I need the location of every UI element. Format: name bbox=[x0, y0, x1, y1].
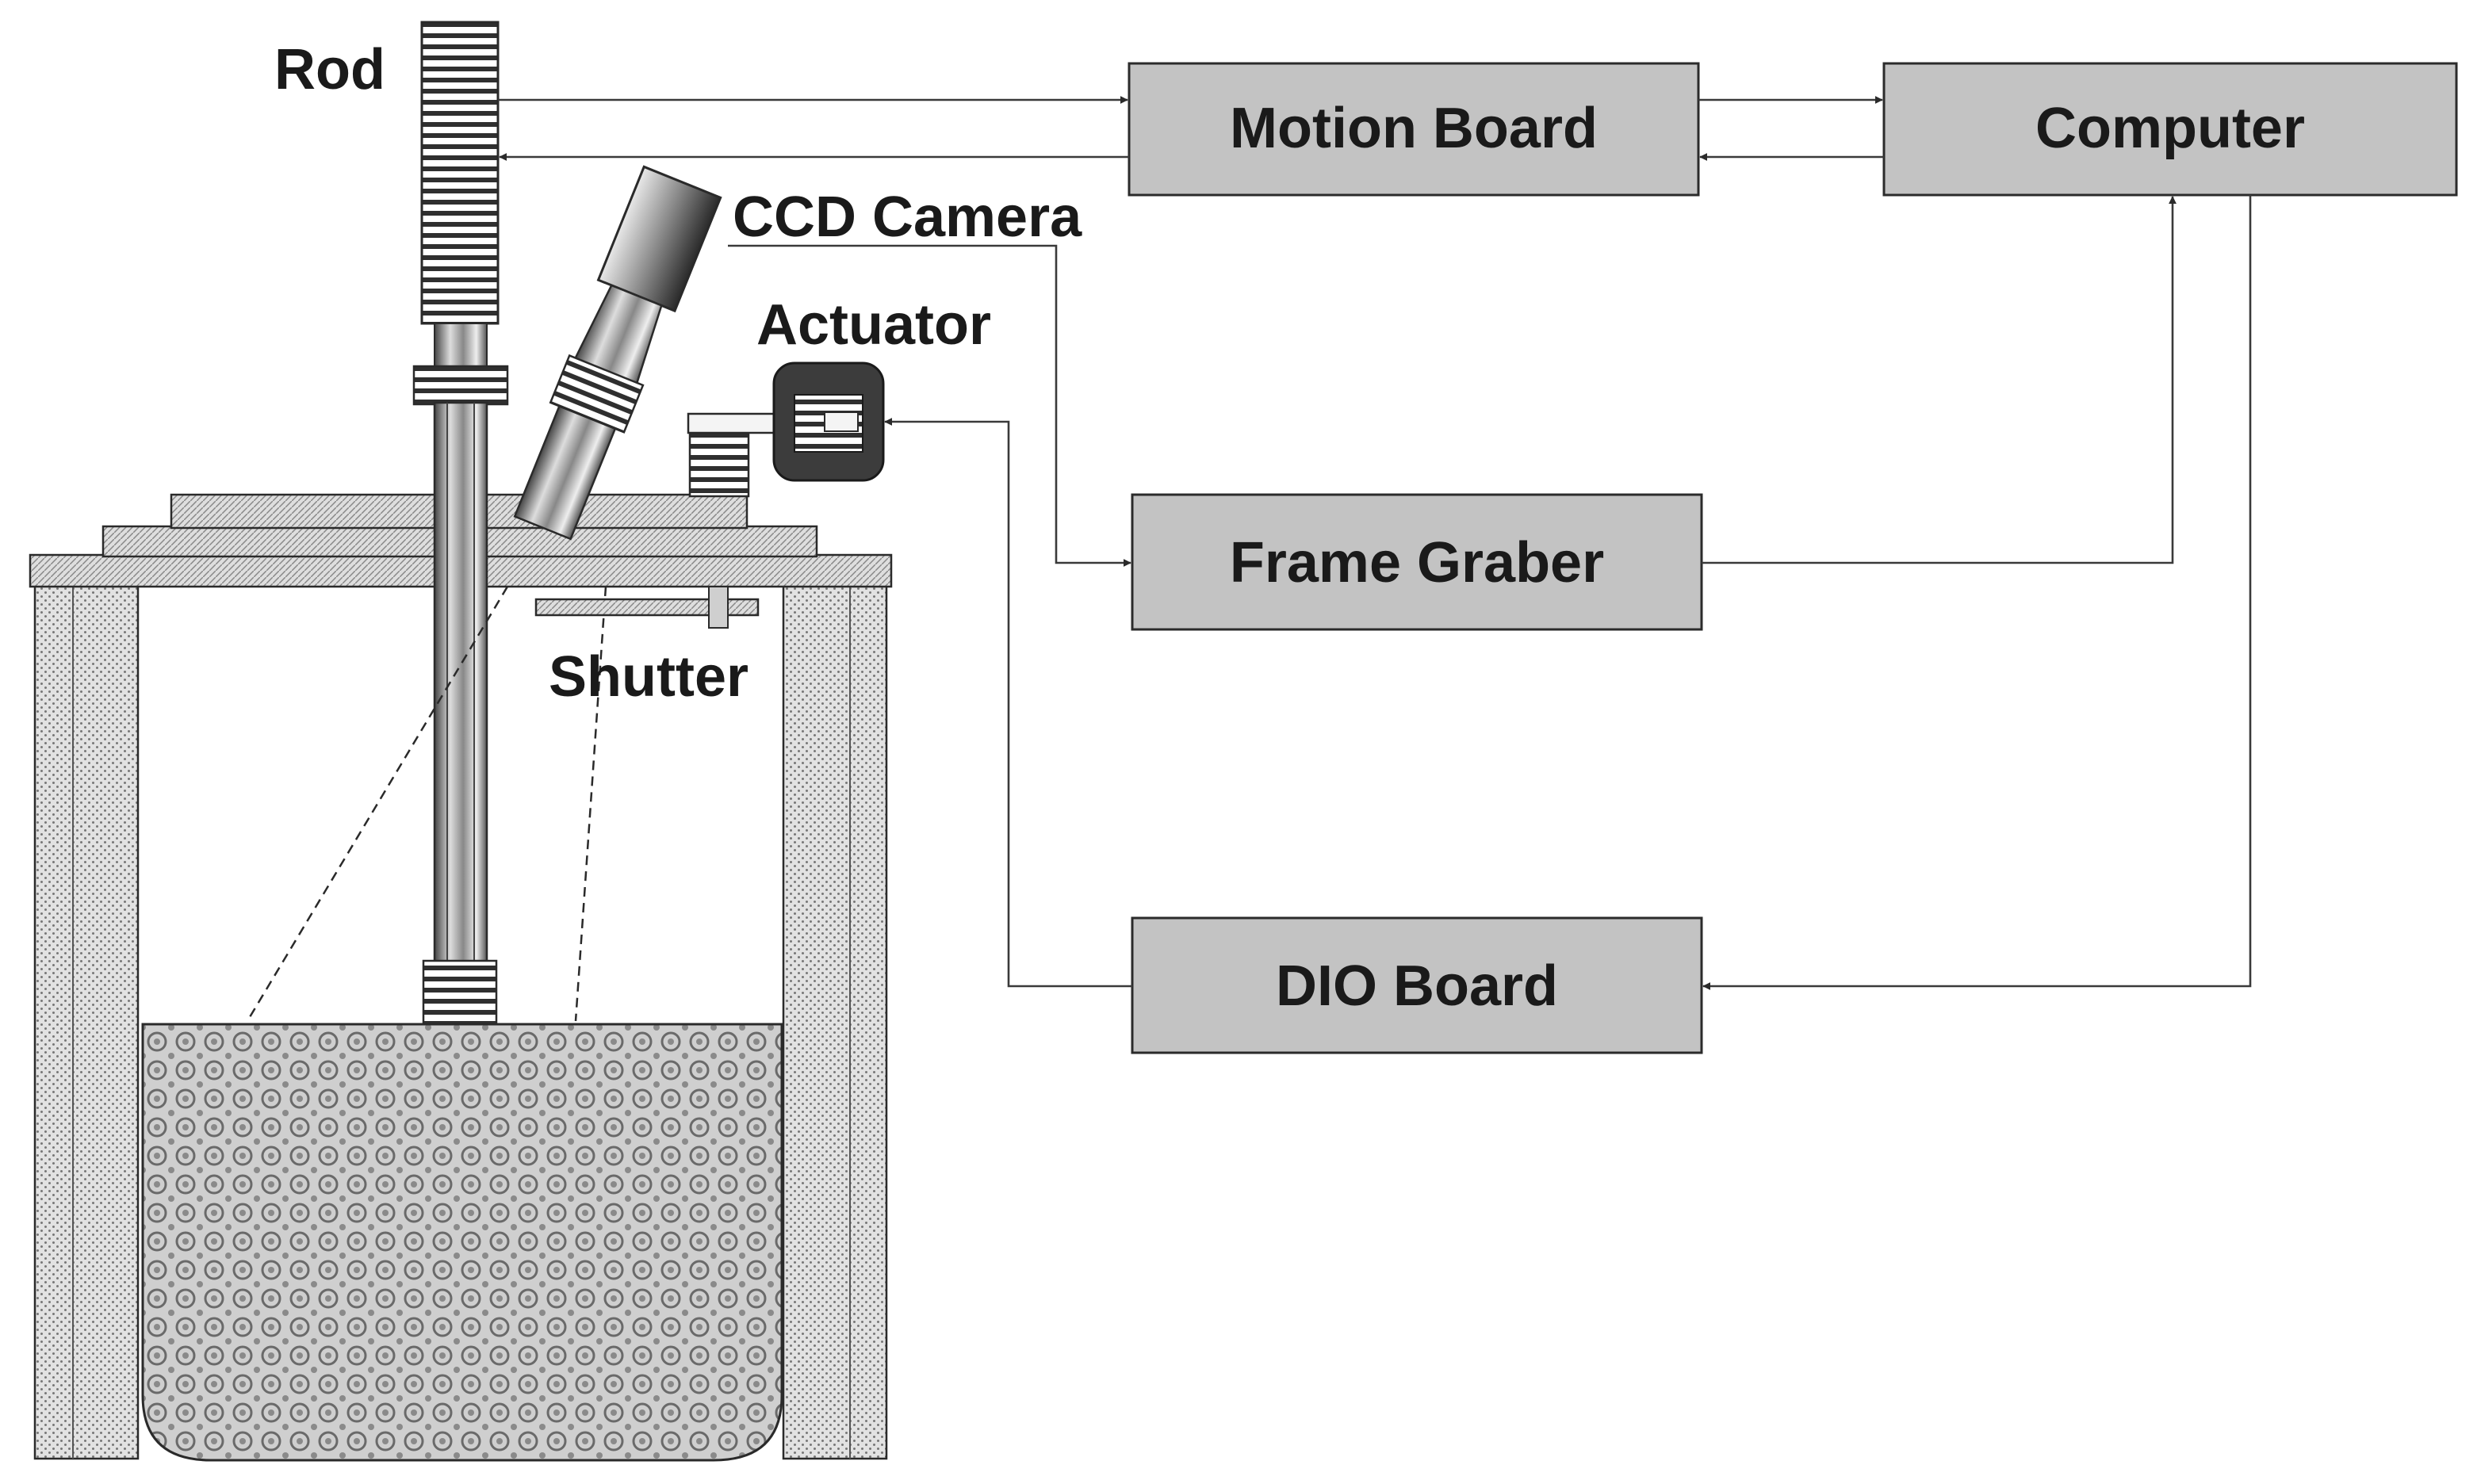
ccd-camera-label: CCD Camera bbox=[733, 186, 1082, 249]
rod-shaft bbox=[433, 401, 488, 964]
computer-box bbox=[1882, 62, 2458, 197]
frame-graber-label: Frame Graber bbox=[1230, 531, 1604, 595]
motion-board-label: Motion Board bbox=[1230, 97, 1598, 160]
rod-tip bbox=[422, 959, 498, 1026]
computer-to-dio-board-arrow bbox=[1702, 195, 2252, 990]
actuator bbox=[687, 361, 885, 498]
camera-to-frame-graber-arrow bbox=[728, 244, 1131, 567]
shutter bbox=[534, 586, 760, 629]
actuator-post bbox=[688, 426, 750, 498]
rod-label: Rod bbox=[274, 38, 385, 101]
rod-motor-drum bbox=[420, 21, 500, 325]
actuator-label: Actuator bbox=[756, 293, 991, 357]
tank-left-wall bbox=[33, 580, 140, 1460]
liquid bbox=[141, 1023, 783, 1462]
camera-view-line-left bbox=[246, 586, 509, 1022]
frame-graber-box bbox=[1131, 493, 1703, 631]
ccd-camera bbox=[513, 165, 722, 541]
connections bbox=[498, 96, 2252, 990]
motion-board-box bbox=[1128, 62, 1700, 197]
shutter-label: Shutter bbox=[549, 645, 749, 709]
camera-view-line-right bbox=[574, 586, 607, 1022]
dio-board-to-actuator-arrow bbox=[884, 418, 1132, 988]
tank-right-wall bbox=[782, 580, 888, 1460]
dio-board-box bbox=[1131, 916, 1703, 1054]
dio-board-label: DIO Board bbox=[1276, 954, 1558, 1018]
rod-collar bbox=[412, 365, 509, 406]
computer-label: Computer bbox=[2035, 97, 2305, 160]
rod bbox=[412, 21, 509, 1026]
actuator-arm bbox=[687, 412, 785, 434]
frame-graber-to-computer-arrow bbox=[1702, 196, 2177, 564]
